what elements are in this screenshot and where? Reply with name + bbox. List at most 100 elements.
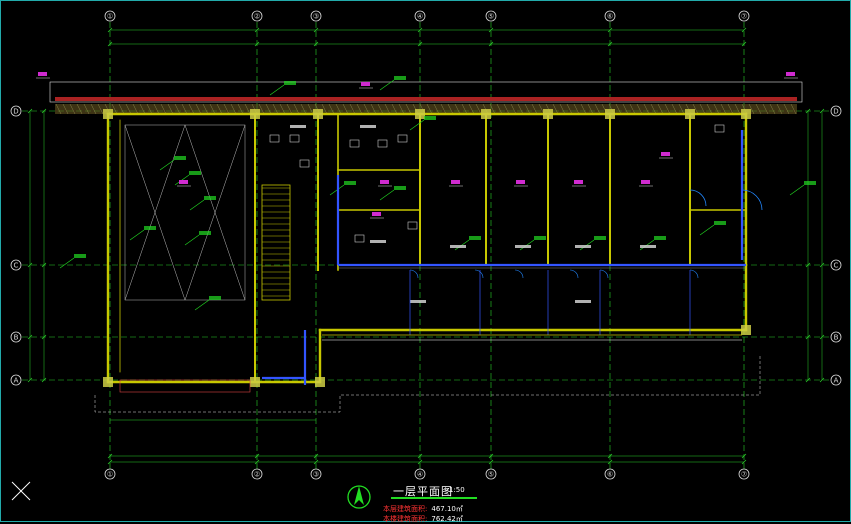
axis-row-label-right: A — [834, 377, 839, 385]
void-outline — [124, 124, 246, 301]
hatch-line — [510, 103, 517, 115]
hatch-line — [678, 103, 685, 115]
fixture — [354, 234, 365, 243]
leader-line — [269, 84, 285, 96]
entrance-platform — [119, 379, 251, 393]
column — [685, 109, 695, 119]
hatch-line — [328, 103, 335, 115]
title-block: 一层平面图 1:50 本层建筑面积:467.10㎡ 本楼建筑面积:762.42㎡ — [345, 480, 485, 523]
axis-col-label-top: ⑤ — [488, 13, 494, 21]
axis-row-label-right-circle — [830, 374, 842, 386]
annotation-text-block — [209, 296, 221, 300]
axis-col-label-top-circle — [604, 10, 616, 22]
leader-line — [184, 234, 200, 246]
hatch-line — [426, 103, 433, 115]
label-text-block — [360, 125, 376, 128]
dimension-tick — [607, 27, 613, 33]
hatch-line — [237, 103, 244, 115]
door-swing — [514, 269, 524, 279]
annotation-text-block — [534, 236, 546, 240]
dimension-tick — [313, 41, 319, 47]
hatch-line — [496, 103, 503, 115]
dimension-tick — [741, 27, 747, 33]
hatch-line — [531, 103, 538, 115]
leader-line — [194, 299, 210, 311]
annotation-text-block — [204, 196, 216, 200]
axis-row-label-right-circle — [830, 259, 842, 271]
column — [315, 377, 325, 387]
column — [543, 109, 553, 119]
hatch-line — [55, 103, 62, 115]
hatch-line — [139, 103, 146, 115]
room-tag — [786, 72, 795, 76]
dimension-tick — [819, 108, 825, 114]
hatch-line — [146, 103, 153, 115]
dimension-tick — [41, 262, 47, 268]
dimension-tick — [254, 453, 260, 459]
axis-row-label-left: D — [13, 108, 18, 116]
axis-col-label-bottom: ① — [107, 471, 113, 479]
column — [741, 325, 751, 335]
axis-col-label-top-circle — [104, 10, 116, 22]
hatch-line — [265, 103, 272, 115]
dimension-tick — [741, 453, 747, 459]
hatch-line — [566, 103, 573, 115]
axis-col-label-bottom-circle — [604, 468, 616, 480]
leader-line — [789, 184, 805, 196]
annotation-text-block — [199, 231, 211, 235]
hatch-line — [167, 103, 174, 115]
axis-col-label-bottom: ⑥ — [607, 471, 613, 479]
axis-col-label-top: ③ — [313, 13, 319, 21]
room-tag — [641, 180, 650, 184]
dimension-tick — [417, 453, 423, 459]
dimension-tick — [313, 27, 319, 33]
axis-col-label-top: ① — [107, 13, 113, 21]
door-swing — [599, 269, 609, 279]
dimension-tick — [488, 41, 494, 47]
dimension-tick — [607, 459, 613, 465]
dimension-tick — [819, 377, 825, 383]
dimension-tick — [417, 27, 423, 33]
annotation-text-block — [394, 186, 406, 190]
total-area-label: 本楼建筑面积: — [383, 515, 428, 523]
hatch-line — [671, 103, 678, 115]
dimension-tick — [27, 377, 33, 383]
axis-col-label-bottom: ③ — [313, 471, 319, 479]
dimension-tick — [417, 41, 423, 47]
annotation-text-block — [654, 236, 666, 240]
axis-col-label-top-circle — [251, 10, 263, 22]
fixture — [269, 134, 280, 143]
axis-col-label-bottom: ④ — [417, 471, 423, 479]
dimension-tick — [741, 41, 747, 47]
hatch-line — [69, 103, 76, 115]
hatch-line — [790, 103, 797, 115]
axis-row-label-right: B — [834, 334, 839, 342]
annotation-text-block — [189, 171, 201, 175]
hatch-line — [202, 103, 209, 115]
axis-col-label-bottom-circle — [104, 468, 116, 480]
hatch-line — [195, 103, 202, 115]
floor-area-label: 本层建筑面积: — [383, 505, 428, 513]
roof-band — [49, 81, 803, 115]
dimension-tick — [741, 459, 747, 465]
axis-row-label-left: B — [14, 334, 19, 342]
dimension-tick — [313, 453, 319, 459]
axis-row-label-right: D — [833, 108, 838, 116]
axis-row-label-right-circle — [830, 105, 842, 117]
column — [741, 109, 751, 119]
hatch-line — [349, 103, 356, 115]
door-swing — [474, 269, 484, 279]
door-swing — [689, 269, 699, 279]
dimension-tick — [819, 262, 825, 268]
total-area-line: 本楼建筑面积:762.42㎡ — [383, 514, 463, 524]
leader-line — [159, 159, 175, 171]
door-swing — [741, 189, 763, 211]
dimension-tick — [417, 459, 423, 465]
dimension-tick — [27, 108, 33, 114]
axis-col-label-top-circle — [414, 10, 426, 22]
hatch-line — [132, 103, 139, 115]
roof-outline — [49, 81, 803, 103]
leader-line — [59, 257, 75, 269]
axis-row-label-left-circle — [10, 374, 22, 386]
fixture — [714, 124, 725, 133]
